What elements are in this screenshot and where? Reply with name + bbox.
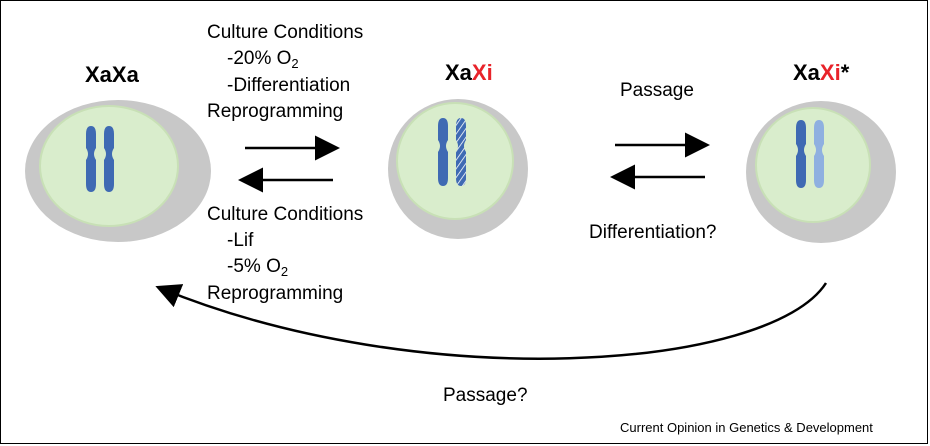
nucleus [755, 107, 871, 223]
state-label-xaxi-star: XaXi* [793, 60, 849, 86]
cell-xaxi [388, 99, 528, 239]
subscript: 2 [291, 56, 299, 71]
cell-xaxi-star [746, 101, 896, 243]
condition-oxygen-text: -20% O [227, 48, 292, 69]
chromosome-active [438, 118, 448, 186]
chromosome-active [796, 120, 806, 188]
state-label-xaxa: XaXa [85, 62, 139, 88]
conditions-title: Culture Conditions [207, 22, 364, 43]
condition-oxygen-text: -5% O [227, 256, 281, 277]
condition-reprogramming: Reprogramming [207, 283, 344, 304]
chromosome-inactive [456, 118, 466, 186]
label-differentiation-question: Differentiation? [589, 222, 717, 243]
label-passage: Passage [620, 80, 694, 101]
condition-oxygen: -20% O2 [227, 48, 299, 70]
state-label-xi: Xi [819, 60, 841, 85]
state-label-text: XaXa [85, 62, 139, 87]
nucleus [396, 102, 514, 220]
condition-oxygen: -5% O2 [227, 256, 288, 278]
chromosome-partially-reactivated [814, 120, 824, 188]
credit-line: Current Opinion in Genetics & Developmen… [620, 420, 873, 435]
state-label-xa: Xa [445, 60, 472, 85]
label-passage-question: Passage? [443, 385, 528, 406]
conditions-title: Culture Conditions [207, 204, 364, 225]
state-label-xaxi: XaXi [445, 60, 493, 86]
state-label-xa: Xa [793, 60, 820, 85]
state-label-xi: Xi [471, 60, 493, 85]
condition-reprogramming: Reprogramming [207, 101, 344, 122]
chromosome-active [104, 126, 114, 192]
subscript: 2 [280, 264, 289, 279]
condition-lif: -Lif [227, 230, 254, 251]
arrow-return-curve [155, 282, 828, 360]
chromosome-active [86, 126, 96, 192]
cell-xaxa [25, 100, 211, 242]
condition-differentiation: -Differentiation [227, 75, 351, 96]
state-label-star: * [840, 60, 850, 85]
